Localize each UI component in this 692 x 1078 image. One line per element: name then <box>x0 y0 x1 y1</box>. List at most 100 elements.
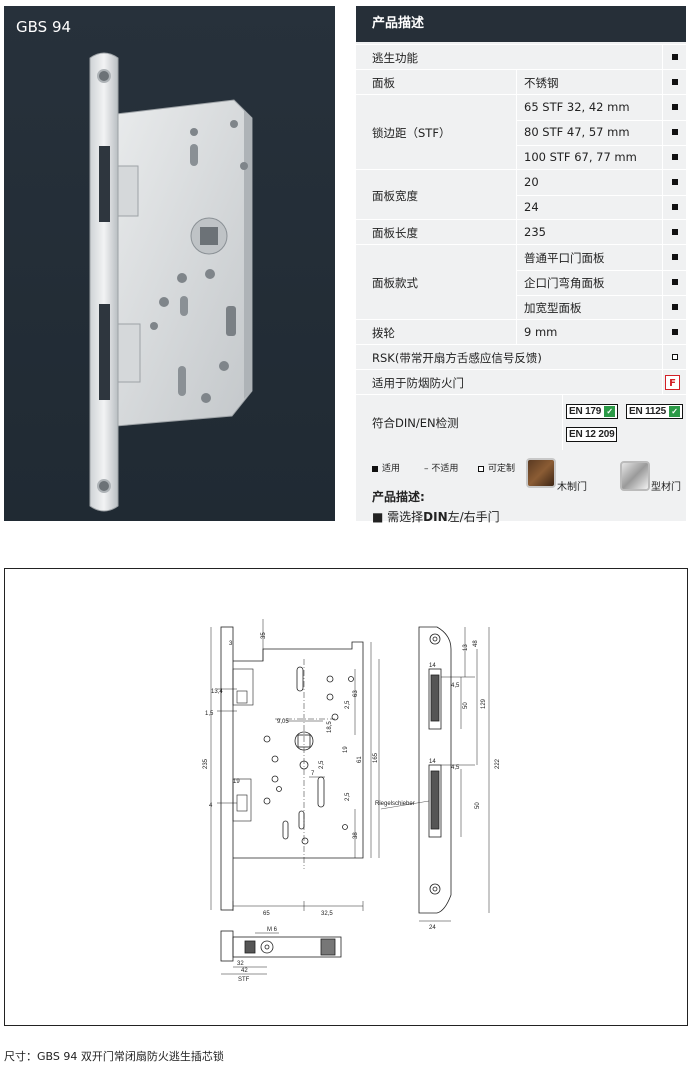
spec-value: 80 STF 47, 57 mm <box>524 125 630 139</box>
spec-label: RSK(带常开扇方舌感应信号反馈) <box>372 351 542 365</box>
certified-icon: ✓ <box>668 405 680 417</box>
standard-mark-icon <box>672 54 678 60</box>
spec-row-plate-length: 面板长度 235 <box>356 219 686 244</box>
standard-badge-en179: EN 179✓ <box>566 404 619 419</box>
dim-label: 222 <box>495 758 501 769</box>
dim-label: 4,5 <box>451 765 460 771</box>
dim-label: 50 <box>475 802 481 809</box>
spec-row-faceplate: 面板 不锈钢 <box>356 69 686 94</box>
standard-badge-en12209: EN 12 209 <box>566 427 618 442</box>
dim-label: 19 <box>233 779 240 785</box>
dim-label: 61 <box>357 756 363 763</box>
standard-mark-icon <box>372 465 378 472</box>
product-title: GBS 94 <box>16 18 72 36</box>
spec-row-plate-style: 面板款式 普通平口门面板 企口门弯角面板 加宽型面板 <box>356 244 686 319</box>
dim-label: STF <box>238 977 250 983</box>
riegel-label: Riegelschieber <box>375 801 415 807</box>
spec-table: 产品描述 逃生功能 面板 不锈钢 锁边距（STF） 65 STF 32, 42 … <box>356 6 686 524</box>
dim-label: 2,5 <box>345 792 351 801</box>
dim-label: 235 <box>203 758 209 769</box>
frame-door-icon <box>620 461 650 491</box>
dim-label: 32,5 <box>321 911 333 917</box>
dim-label: 2,5 <box>345 700 351 709</box>
lock-illustration <box>89 52 253 512</box>
dim-label: 2,5 <box>319 760 325 769</box>
spec-row-escape: 逃生功能 <box>356 44 686 69</box>
spec-row-din-en: 符合DIN/EN检测 EN 179✓ EN 1125✓ EN 12 209 <box>356 394 686 450</box>
standard-mark-icon <box>672 279 678 285</box>
dim-label: 165 <box>373 752 379 763</box>
standard-badge-en1125: EN 1125✓ <box>626 404 683 419</box>
standard-mark-icon <box>672 79 678 85</box>
spec-label: 面板款式 <box>372 276 418 290</box>
product-photo-panel: GBS 94 <box>4 6 335 521</box>
spec-value: 不锈钢 <box>524 76 559 90</box>
dim-label: 9,05 <box>277 719 289 725</box>
dim-label: 13 <box>463 644 469 651</box>
frame-door-label: 型材门 <box>651 482 681 493</box>
legend-not-applicable: – 不适用 <box>424 464 459 474</box>
dimension-drawing: 3 35 13,4 1,5 9,05 18,5 235 19 4 7 2,5 2… <box>203 619 501 983</box>
dim-label: 19 <box>343 746 349 753</box>
standard-mark-icon <box>672 304 678 310</box>
dim-label: 63 <box>353 690 359 697</box>
optional-mark-icon <box>478 465 484 472</box>
dim-label: 65 <box>263 911 270 917</box>
spec-label: 逃生功能 <box>372 51 418 65</box>
standard-mark-icon <box>672 129 678 135</box>
spec-label: 适用于防烟防火门 <box>372 376 464 390</box>
dim-label: 42 <box>241 968 248 974</box>
dim-label: 4 <box>209 803 213 809</box>
dim-label: 48 <box>473 640 479 647</box>
spec-label: 面板宽度 <box>372 189 418 203</box>
spec-row-backset: 锁边距（STF） 65 STF 32, 42 mm 80 STF 47, 57 … <box>356 94 686 169</box>
certified-icon: ✓ <box>604 405 616 417</box>
description-title: 产品描述: <box>372 490 425 504</box>
technical-drawing: 3 35 13,4 1,5 9,05 18,5 235 19 4 7 2,5 2… <box>4 568 688 1026</box>
description-item: ■ 需选择DIN左/右手门 <box>372 510 500 524</box>
wood-door-label: 木制门 <box>557 482 587 493</box>
legend-standard: 适用 <box>372 461 400 474</box>
spec-value: 24 <box>524 200 539 214</box>
spec-value: 普通平口门面板 <box>524 251 605 265</box>
spec-label: 拨轮 <box>372 326 395 340</box>
dim-label: 24 <box>429 925 436 931</box>
standard-mark-icon <box>672 329 678 335</box>
standard-mark-icon <box>672 154 678 160</box>
spec-value: 235 <box>524 225 546 239</box>
dim-label: 13,4 <box>211 689 223 695</box>
dim-label: 35 <box>261 632 267 639</box>
spec-value: 100 STF 67, 77 mm <box>524 150 637 164</box>
dim-label: 14 <box>429 663 436 669</box>
spec-label: 面板长度 <box>372 226 418 240</box>
standard-mark-icon <box>672 179 678 185</box>
dim-label: 32 <box>237 961 244 967</box>
dim-label: 7 <box>311 771 315 777</box>
dim-label: 50 <box>463 702 469 709</box>
spec-value: 9 mm <box>524 325 558 339</box>
spec-value: 20 <box>524 175 539 189</box>
spec-header: 产品描述 <box>356 6 686 42</box>
dim-label: M 6 <box>267 927 278 933</box>
dim-label: 129 <box>481 698 487 709</box>
spec-row-fire: 适用于防烟防火门 F <box>356 369 686 394</box>
spec-label: 符合DIN/EN检测 <box>372 416 459 430</box>
dim-label: 18,5 <box>327 721 333 733</box>
spec-row-rsk: RSK(带常开扇方舌感应信号反馈) <box>356 344 686 369</box>
standard-mark-icon <box>672 254 678 260</box>
standard-mark-icon <box>672 204 678 210</box>
spec-label: 锁边距（STF） <box>372 126 451 140</box>
wood-door-icon <box>526 458 556 488</box>
spec-row-plate-width: 面板宽度 20 24 <box>356 169 686 219</box>
spec-row-follower: 拨轮 9 mm <box>356 319 686 344</box>
optional-mark-icon <box>672 354 678 360</box>
dim-label: 3 <box>229 641 233 647</box>
fire-door-badge-icon: F <box>665 375 680 390</box>
drawing-caption: 尺寸：GBS 94 双开门常闭扇防火逃生插芯锁 <box>4 1050 224 1063</box>
dim-label: 4,5 <box>451 683 460 689</box>
standard-mark-icon <box>672 104 678 110</box>
spec-value: 加宽型面板 <box>524 301 582 315</box>
legend-optional: 可定制 <box>478 461 515 474</box>
dim-label: 38 <box>353 832 359 839</box>
spec-value: 65 STF 32, 42 mm <box>524 100 630 114</box>
